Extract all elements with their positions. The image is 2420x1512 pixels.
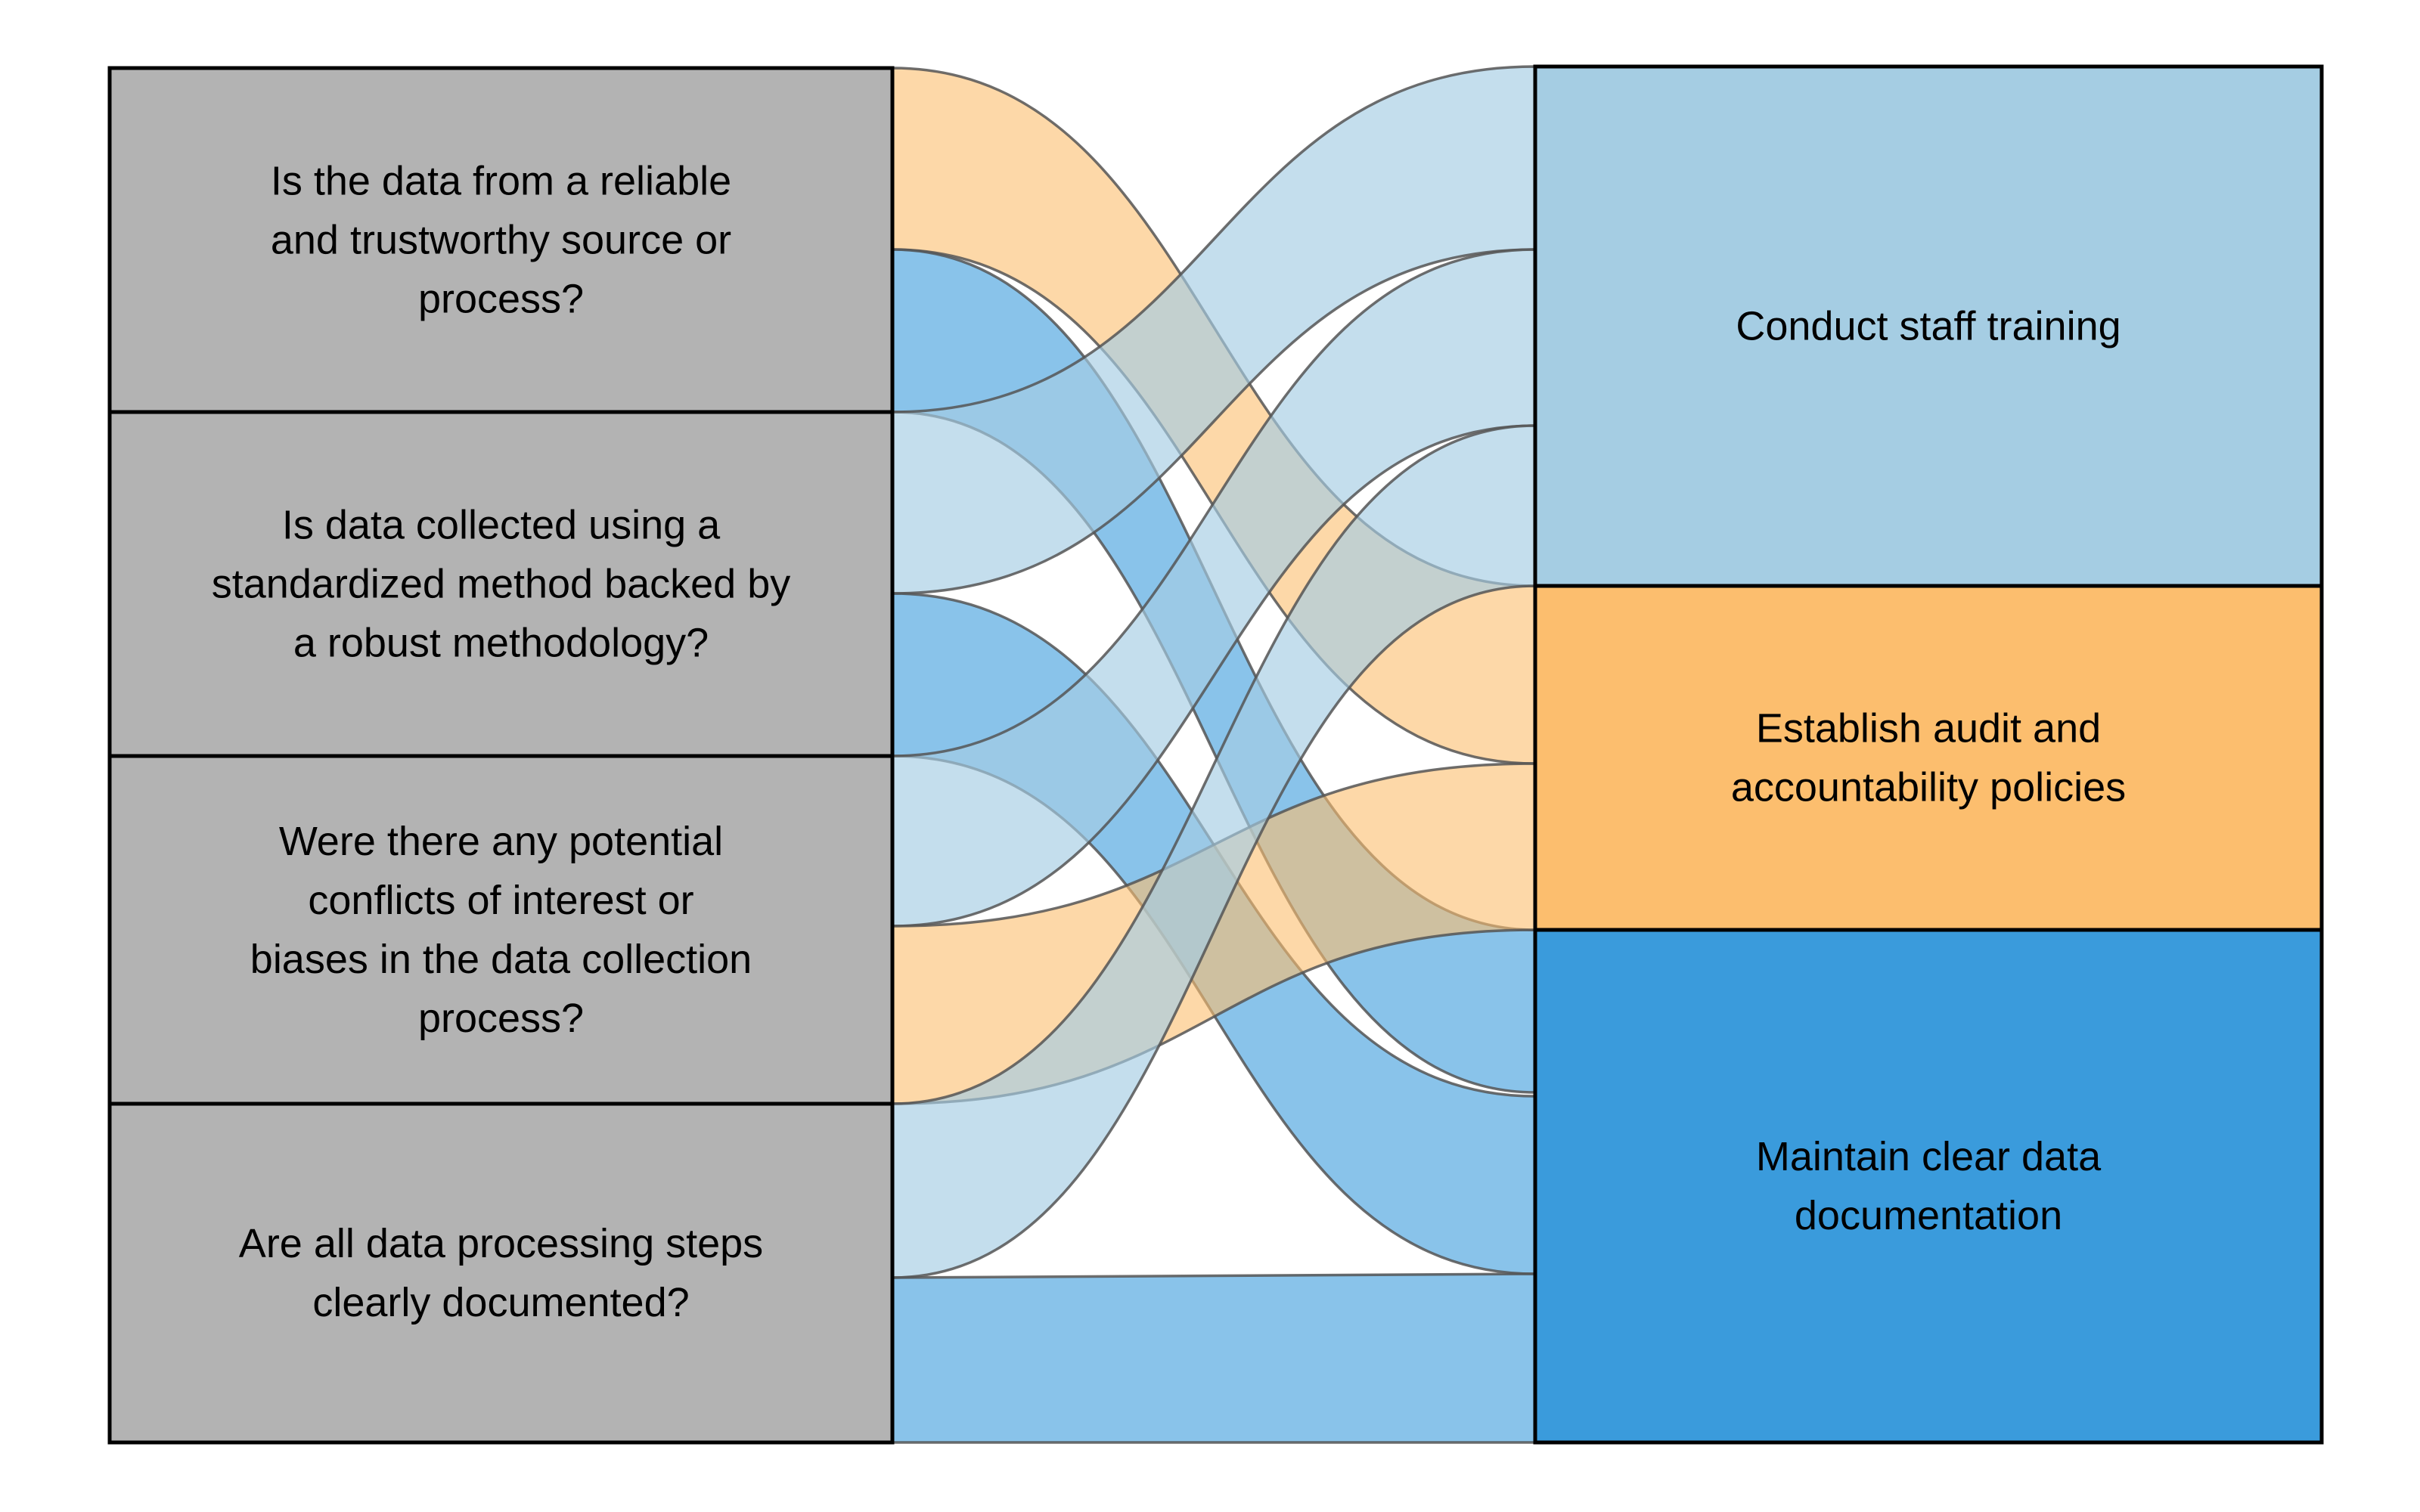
- node-label-line: biases in the data collection: [250, 937, 752, 982]
- node-label-line: process?: [418, 996, 584, 1041]
- node-label-line: Is the data from a reliable: [271, 159, 731, 204]
- node-label-q2: Is data collected using a standardized me…: [212, 503, 791, 666]
- node-label-line: conflicts of interest or: [308, 878, 693, 923]
- node-rect-q1[interactable]: [107, 66, 895, 414]
- target-node-t2[interactable]: Establish audit and accountability polici…: [1533, 584, 2324, 932]
- node-label-line: standardized method backed by: [212, 562, 791, 607]
- node-label-q4: Are all data processing steps clearly doc…: [239, 1221, 763, 1325]
- node-rect-t2[interactable]: [1533, 584, 2324, 932]
- source-node-q3[interactable]: Were there any potential conflicts of int…: [107, 754, 895, 1106]
- node-label-line: a robust methodology?: [293, 621, 709, 666]
- node-label-line: Establish audit and: [1756, 706, 2101, 751]
- sankey-nodes: Is the data from a reliable and trustwort…: [107, 64, 2324, 1445]
- node-rect-q4[interactable]: [107, 1101, 895, 1445]
- node-label-line: clearly documented?: [312, 1280, 689, 1325]
- node-label-line: accountability policies: [1731, 765, 2126, 810]
- target-node-t1[interactable]: Conduct staff training: [1533, 64, 2324, 588]
- node-label-line: documentation: [1795, 1193, 2062, 1238]
- node-label-line: Are all data processing steps: [239, 1221, 763, 1266]
- source-node-q2[interactable]: Is data collected using a standardized me…: [107, 410, 895, 758]
- node-label-q1: Is the data from a reliable and trustwort…: [271, 159, 731, 322]
- source-node-q1[interactable]: Is the data from a reliable and trustwort…: [107, 66, 895, 414]
- node-label-line: process?: [418, 277, 584, 322]
- node-label-line: Were there any potential: [279, 819, 723, 864]
- source-node-q4[interactable]: Are all data processing steps clearly doc…: [107, 1101, 895, 1445]
- node-label-t1: Conduct staff training: [1736, 304, 2121, 349]
- node-rect-t1[interactable]: [1533, 64, 2324, 588]
- target-node-t3[interactable]: Maintain clear data documentation: [1533, 928, 2324, 1445]
- flow-q4-to-t3[interactable]: [891, 1272, 1537, 1444]
- node-label-line: and trustworthy source or: [271, 218, 731, 263]
- node-label-t3: Maintain clear data documentation: [1756, 1134, 2102, 1238]
- sankey-links: [891, 65, 1537, 1444]
- node-label-line: Maintain clear data: [1756, 1134, 2102, 1179]
- node-rect-t3[interactable]: [1533, 928, 2324, 1445]
- node-label-q3: Were there any potential conflicts of int…: [250, 819, 752, 1041]
- node-rect-q2[interactable]: [107, 410, 895, 758]
- node-label-line: Is data collected using a: [282, 503, 721, 548]
- node-label-t2: Establish audit and accountability polici…: [1731, 706, 2126, 810]
- node-label-line: Conduct staff training: [1736, 304, 2121, 349]
- node-rect-q3[interactable]: [107, 754, 895, 1106]
